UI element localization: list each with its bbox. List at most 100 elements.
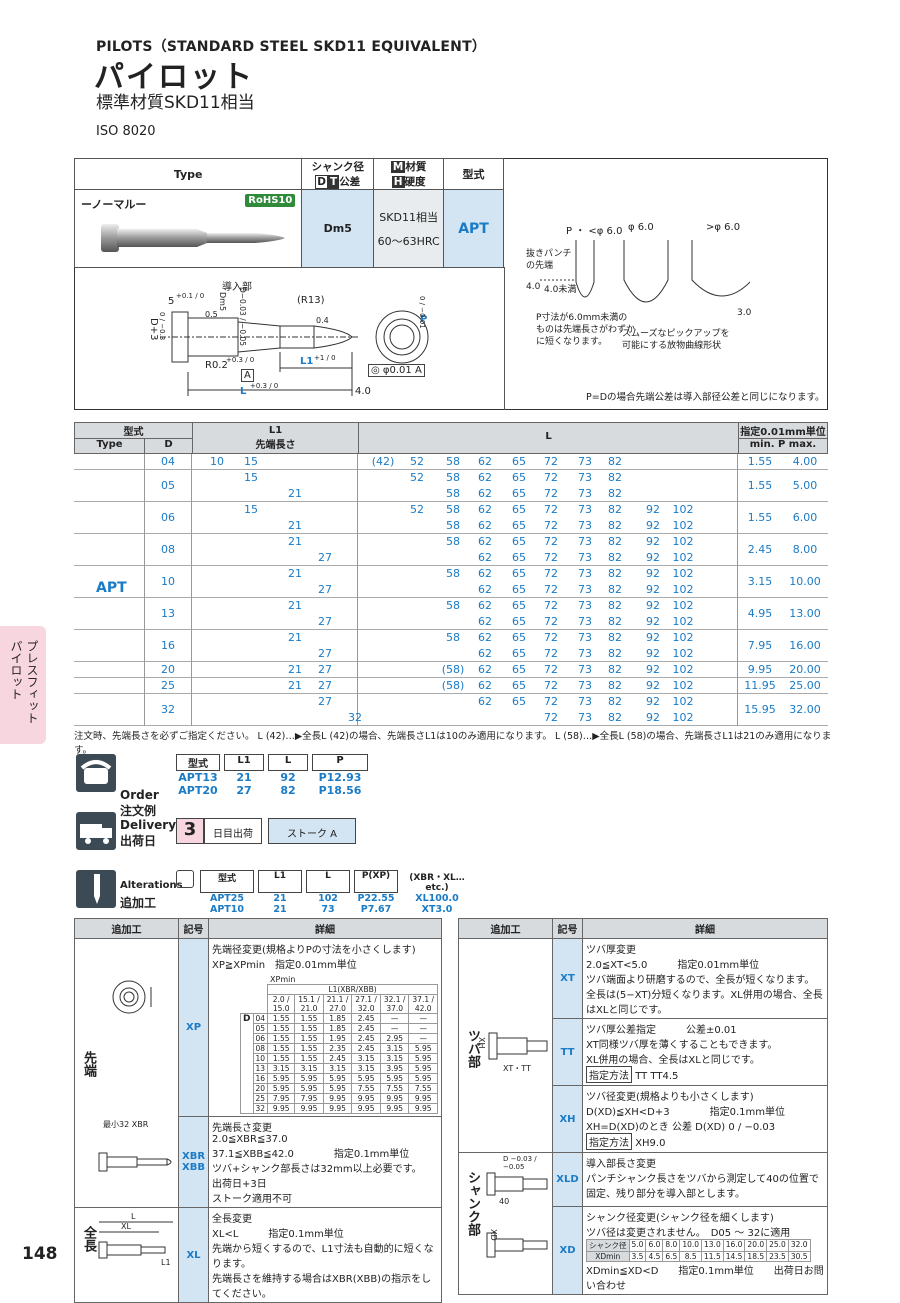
cell-l: 62	[478, 631, 492, 644]
alt-right-table: 追加工 記号 詳細 ツバ部 XT・TT XH XT ツバ厚変更 2.0≦XT<5…	[458, 918, 828, 1295]
xp-d: 32	[252, 1103, 269, 1114]
cell-l: 72	[544, 583, 558, 596]
xl-l1: XL<L 指定0.1mm単位	[212, 1229, 344, 1240]
xd-min: 3.5	[628, 1251, 647, 1262]
cell-l: 65	[512, 647, 526, 660]
xld-title: 導入部長さ変更	[586, 1159, 656, 1170]
xd-min: 4.5	[645, 1251, 664, 1262]
lbl-40b: 4.0	[526, 282, 541, 292]
xp-corner2	[253, 995, 268, 1014]
xp-val: 5.95	[408, 1063, 438, 1074]
xp-val: 5.95	[408, 1053, 438, 1064]
cell-l: 92	[646, 551, 660, 564]
h-unit: 指定0.01mm単位	[739, 423, 827, 439]
alt-cell: APT10	[209, 904, 244, 915]
side-tab[interactable]: プレスフィット パイロット	[0, 626, 46, 744]
cell-l: 102	[672, 663, 694, 676]
alterations-phone-icon	[176, 870, 194, 888]
xd-fig-icon	[486, 1232, 548, 1258]
cell-l: 62	[478, 535, 492, 548]
h-model: 型式	[75, 423, 192, 439]
cell-d: 10	[144, 566, 192, 598]
alt-cell: P7.67	[360, 904, 392, 915]
cell-d: 06	[144, 502, 192, 534]
cell-l: 72	[544, 503, 558, 516]
cell-l: 72	[544, 519, 558, 532]
cell-l: 62	[478, 647, 492, 660]
cell-l: 73	[578, 535, 592, 548]
xl-fig-l: L	[131, 1212, 136, 1221]
xt-detail: ツバ厚変更 2.0≦XT<5.0 指定0.01mm単位 ツバ端面より研磨するので…	[582, 938, 828, 1019]
alt-cell: 21	[273, 893, 287, 904]
h-minmax: min. P max.	[749, 439, 817, 450]
cell-l: 73	[578, 631, 592, 644]
cell-l: 72	[544, 551, 558, 564]
cell-l: 72	[544, 455, 558, 468]
cell-l: 102	[672, 583, 694, 596]
xp-val: 1.95	[322, 1033, 353, 1044]
col-model: 型式	[443, 158, 504, 190]
cell-l: 82	[608, 535, 622, 548]
xp-val: 1.55	[267, 1053, 296, 1064]
cell-l: 82	[608, 631, 622, 644]
pilot-photo-icon	[101, 224, 285, 252]
cell-l: 73	[578, 663, 592, 676]
col-shank-t: T	[328, 175, 340, 189]
xp-val: 3.15	[267, 1063, 296, 1074]
alt-cell: XL100.0	[415, 893, 459, 904]
tip-label: 先端	[81, 1051, 96, 1077]
xbr-title: 先端長さ変更	[212, 1123, 273, 1134]
cell-l: 82	[608, 567, 622, 580]
xp-val: 5.95	[322, 1073, 353, 1084]
cell-l: 73	[578, 503, 592, 516]
lbl-dplus3-tol: 0 / −0.3	[158, 312, 166, 341]
order-cell: 27	[236, 784, 252, 797]
cell-l: 58	[446, 567, 460, 580]
side-tab-line2: パイロット	[9, 640, 23, 700]
xp-val: 1.55	[267, 1043, 296, 1054]
xd-code: XD	[552, 1206, 583, 1295]
tt-l2: XL併用の場合、全長はXLと同じです。	[586, 1055, 760, 1066]
cell-l: 58	[446, 599, 460, 612]
cell-l: 62	[478, 583, 492, 596]
l-region	[358, 598, 738, 630]
l1-region	[192, 566, 358, 598]
cell-l1: 27	[318, 551, 332, 564]
cell-l: 72	[544, 711, 558, 724]
cell-l: 65	[512, 695, 526, 708]
col-shank-d: D	[315, 175, 329, 189]
cell-l: 92	[646, 535, 660, 548]
cell-l: 72	[544, 615, 558, 628]
cell-l: 65	[512, 615, 526, 628]
collar-fig-icon	[488, 1032, 548, 1060]
cell-l: 62	[478, 567, 492, 580]
cell-l: 73	[578, 455, 592, 468]
cell-l: 72	[544, 567, 558, 580]
xbr-detail: 先端長さ変更 2.0≦XBR≦37.0 37.1≦XBB≦42.0 指定0.1m…	[208, 1116, 442, 1208]
cell-l: 92	[646, 647, 660, 660]
cell-l: 58	[446, 471, 460, 484]
xl-code: XL	[177, 1207, 210, 1303]
xp-val: 7.55	[351, 1083, 381, 1094]
alterations-drill-icon	[76, 870, 116, 908]
l1-region	[192, 694, 358, 726]
xp-val: 3.15	[351, 1053, 381, 1064]
cell-l: 102	[672, 567, 694, 580]
model-cell: APT	[443, 189, 504, 268]
xl-fig-xl: XL	[121, 1222, 131, 1231]
xp-val: 3.15	[351, 1063, 381, 1074]
cell-l: 73	[578, 583, 592, 596]
xt-l2: ツバ端面より研磨するので、全長が短くなります。	[586, 975, 815, 986]
xp-d: 25	[252, 1093, 269, 1104]
cell-l: 82	[608, 615, 622, 628]
